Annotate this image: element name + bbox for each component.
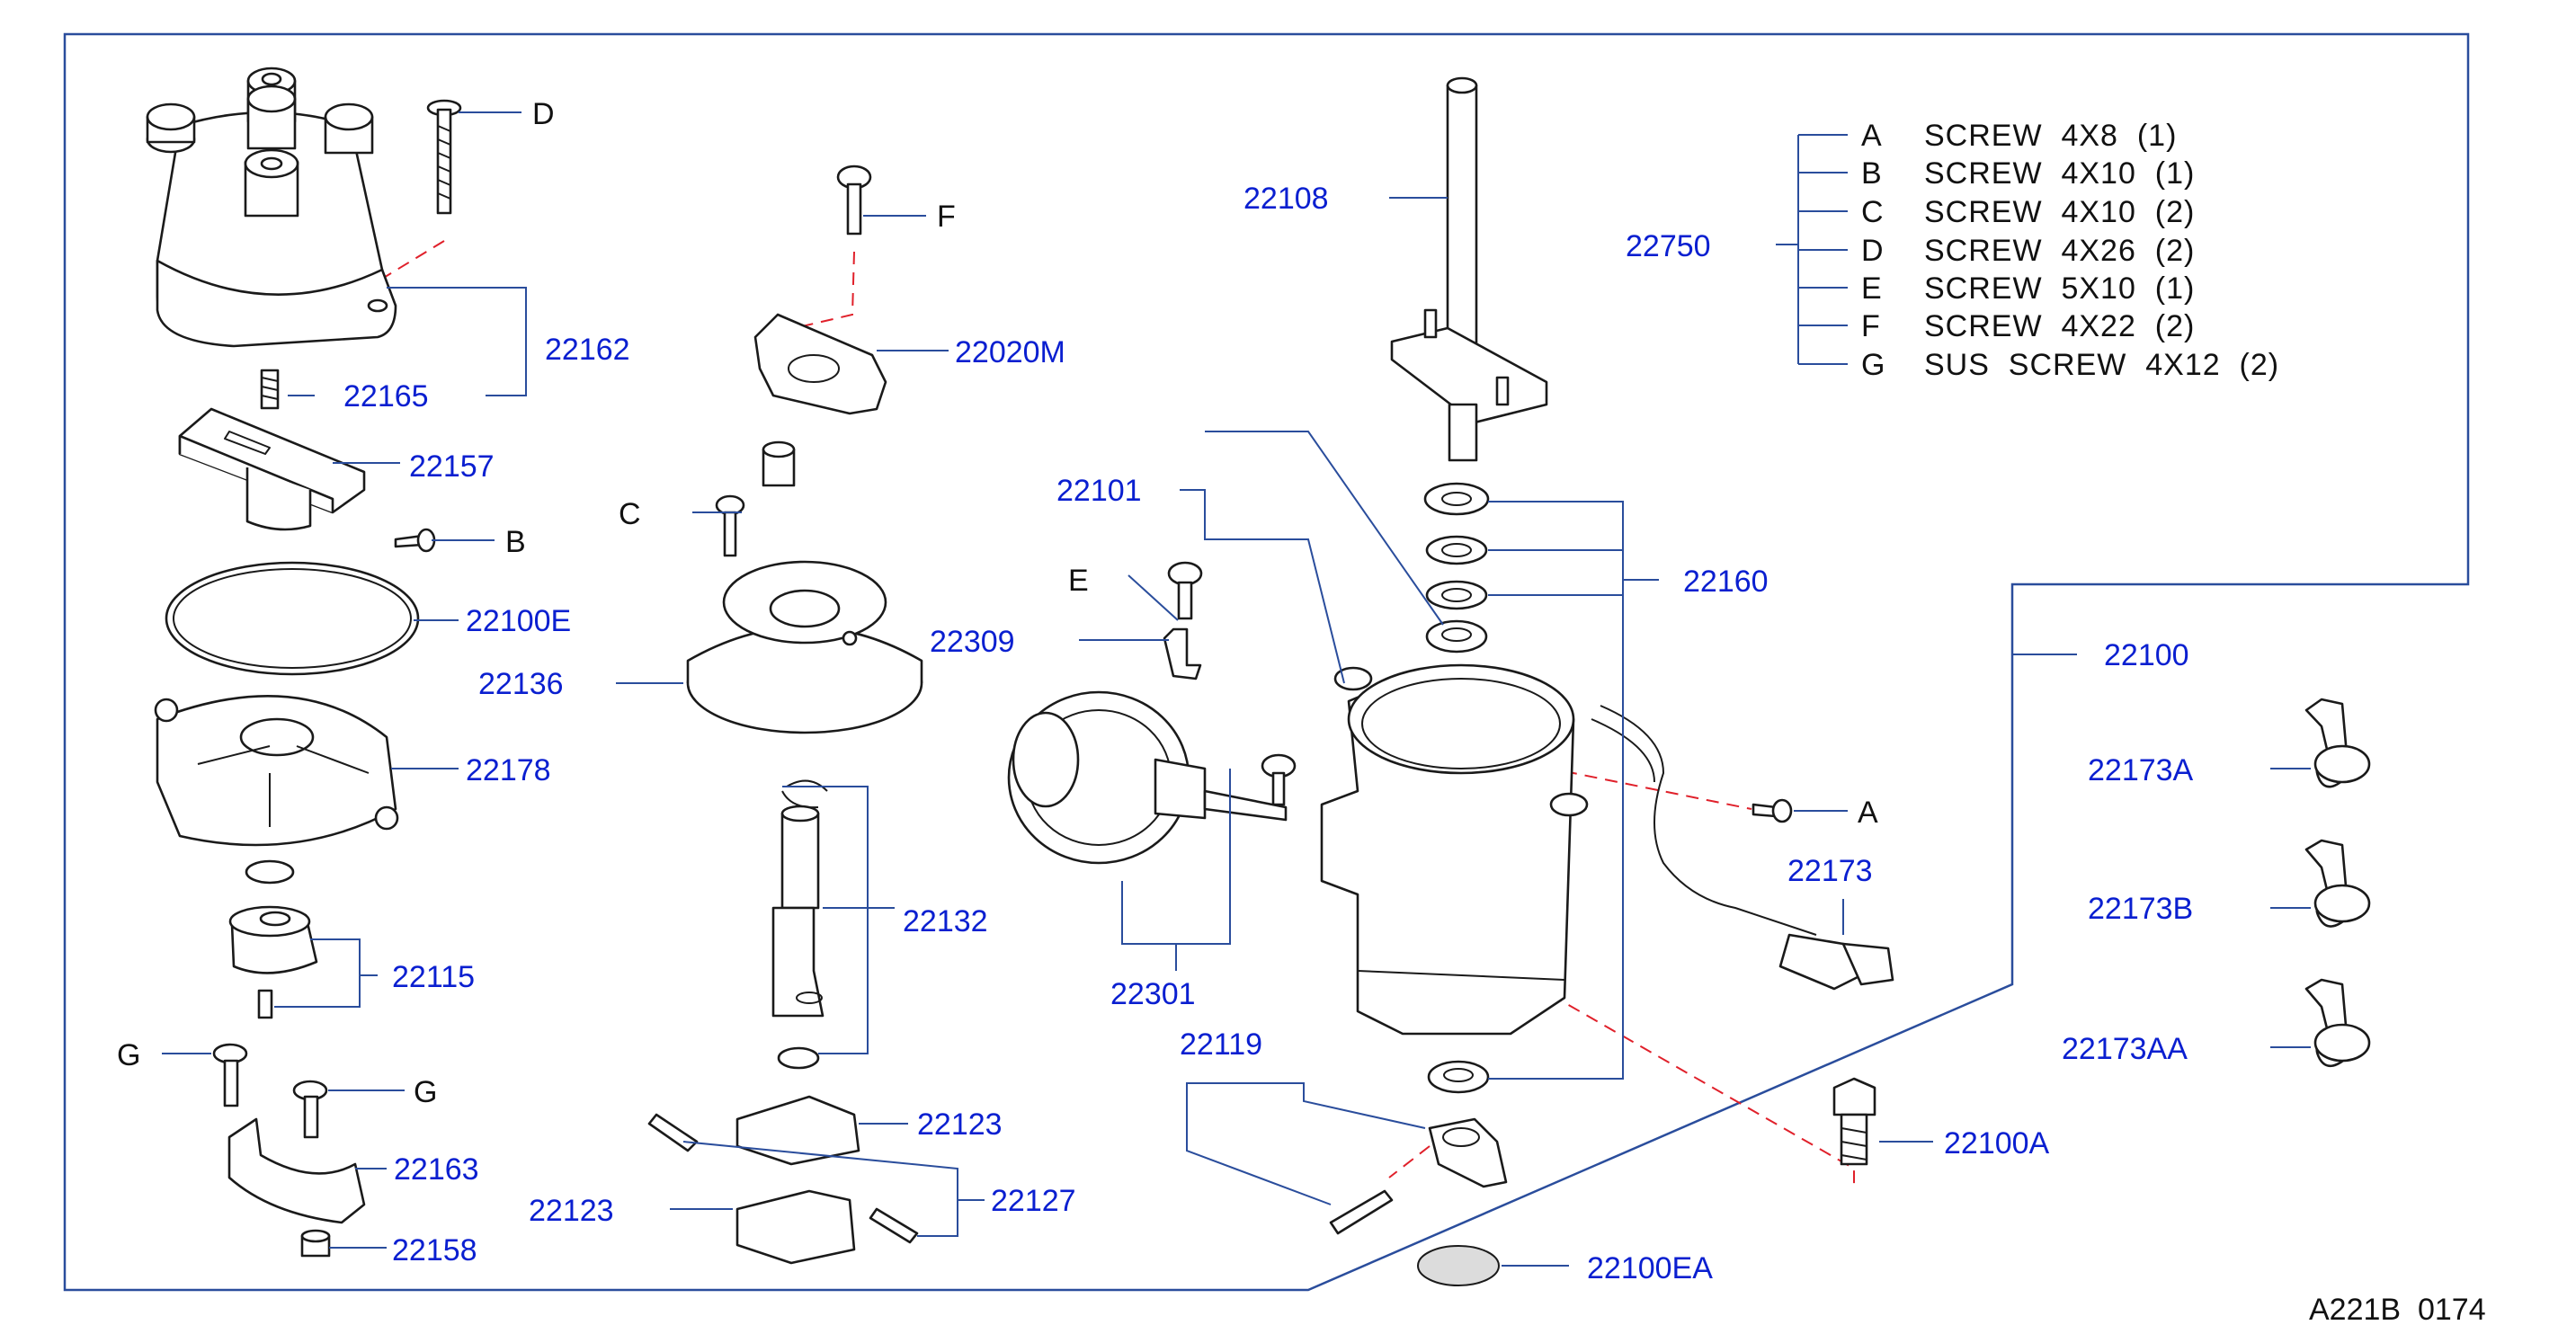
- clip-22173a: [2304, 698, 2371, 788]
- label-22750: 22750: [1626, 229, 1711, 263]
- screw-g-left: [212, 1043, 248, 1107]
- part-22115: [228, 905, 318, 1019]
- assembly-frame: [63, 32, 2470, 1292]
- plate-22136: [686, 560, 923, 734]
- label-22115: 22115: [392, 960, 475, 994]
- legend-desc: SCREW 5X10 (1): [1924, 271, 2195, 306]
- shaft-22132: [771, 805, 824, 1018]
- legend-desc: SCREW 4X22 (2): [1924, 309, 2195, 343]
- legend-letter: A: [1861, 119, 1883, 153]
- label-22100ea: 22100EA: [1587, 1251, 1713, 1285]
- label-22100e: 22100E: [466, 604, 571, 638]
- label-22173a: 22173A: [2088, 753, 2194, 787]
- washer-small-1: [245, 859, 295, 885]
- bracket-22163: [227, 1117, 366, 1224]
- label-22301: 22301: [1110, 977, 1196, 1011]
- washer-22132: [777, 1046, 820, 1070]
- rotor-22157: [178, 407, 366, 531]
- collar: [762, 440, 796, 487]
- screw-b: [394, 528, 436, 553]
- label-22173b: 22173B: [2088, 892, 2193, 926]
- housing-22101: [1320, 663, 1589, 1036]
- callout-f: F: [937, 200, 956, 234]
- label-22108: 22108: [1243, 182, 1329, 216]
- callout-g-left: G: [117, 1038, 140, 1072]
- label-22160: 22160: [1683, 565, 1769, 599]
- label-22119: 22119: [1180, 1027, 1262, 1062]
- screw-c: [715, 494, 745, 557]
- spring-22127-upper: [647, 1113, 699, 1152]
- distributor-cap: [146, 67, 397, 348]
- screw-g-right: [292, 1080, 328, 1139]
- label-22136: 22136: [478, 667, 564, 701]
- legend-desc: SCREW 4X8 (1): [1924, 119, 2177, 153]
- callout-e: E: [1068, 564, 1089, 598]
- seal-22100ea: [1417, 1245, 1500, 1286]
- callout-d: D: [532, 97, 555, 131]
- vacuum-advance-22301: [1007, 690, 1297, 865]
- bolt-22100a: [1832, 1077, 1876, 1166]
- label-22163: 22163: [394, 1152, 479, 1187]
- legend-desc: SUS SCREW 4X12 (2): [1924, 348, 2279, 382]
- screw-a: [1752, 798, 1793, 823]
- legend-desc: SCREW 4X10 (2): [1924, 195, 2195, 229]
- label-22123-upper: 22123: [917, 1107, 1003, 1142]
- coupling-22119: [1329, 1117, 1508, 1235]
- legend-letter: B: [1861, 156, 1883, 191]
- callout-a: A: [1858, 796, 1878, 830]
- label-22123-lower: 22123: [529, 1194, 614, 1228]
- leader-lines: [162, 111, 2311, 1267]
- label-22020m: 22020M: [955, 335, 1065, 369]
- clip-22309: [1163, 627, 1202, 680]
- spring-22165: [260, 369, 280, 410]
- washers-22160: [1423, 482, 1490, 1094]
- legend-desc: SCREW 4X10 (1): [1924, 156, 2195, 191]
- legend-letter: D: [1861, 234, 1885, 268]
- label-22127: 22127: [991, 1184, 1076, 1218]
- clip-22173aa: [2304, 978, 2371, 1068]
- label-22309: 22309: [930, 625, 1015, 659]
- label-22132: 22132: [903, 904, 988, 938]
- weight-22123-upper: [735, 1095, 860, 1166]
- legend-letter: C: [1861, 195, 1885, 229]
- legend-letter: G: [1861, 348, 1885, 382]
- harness-22173: [1591, 705, 1894, 991]
- label-22165: 22165: [343, 379, 429, 414]
- legend-desc: SCREW 4X26 (2): [1924, 234, 2195, 268]
- label-22178: 22178: [466, 753, 551, 787]
- c-clip: [781, 779, 828, 809]
- screw-legend: A SCREW 4X8 (1) B SCREW 4X10 (1) C SCREW…: [1861, 119, 2279, 382]
- shaft-22108: [1390, 76, 1548, 462]
- screw-e: [1167, 561, 1203, 620]
- label-22101: 22101: [1056, 474, 1142, 508]
- clip-22173b: [2304, 839, 2371, 928]
- weight-22123-lower: [735, 1189, 856, 1265]
- label-22157: 22157: [409, 449, 495, 484]
- seal-ring-22100e: [165, 561, 420, 676]
- bush-22158: [300, 1229, 331, 1258]
- label-22158: 22158: [392, 1233, 477, 1267]
- legend-letter: E: [1861, 271, 1883, 306]
- screw-f: [836, 165, 872, 236]
- label-22100: 22100: [2104, 638, 2189, 672]
- screw-d: [426, 99, 462, 215]
- label-22173: 22173: [1787, 854, 1873, 888]
- spring-22127-lower: [869, 1207, 919, 1244]
- plate-22178: [154, 695, 399, 847]
- label-22100a: 22100A: [1944, 1126, 2050, 1161]
- part-22020m: [753, 313, 887, 415]
- label-22162: 22162: [545, 333, 630, 367]
- callout-g-right: G: [414, 1075, 437, 1109]
- label-22173aa: 22173AA: [2062, 1032, 2188, 1066]
- callout-b: B: [505, 525, 526, 559]
- callout-c: C: [619, 497, 641, 531]
- legend-letter: F: [1861, 309, 1881, 343]
- diagram-code: A221B 0174: [2309, 1293, 2486, 1327]
